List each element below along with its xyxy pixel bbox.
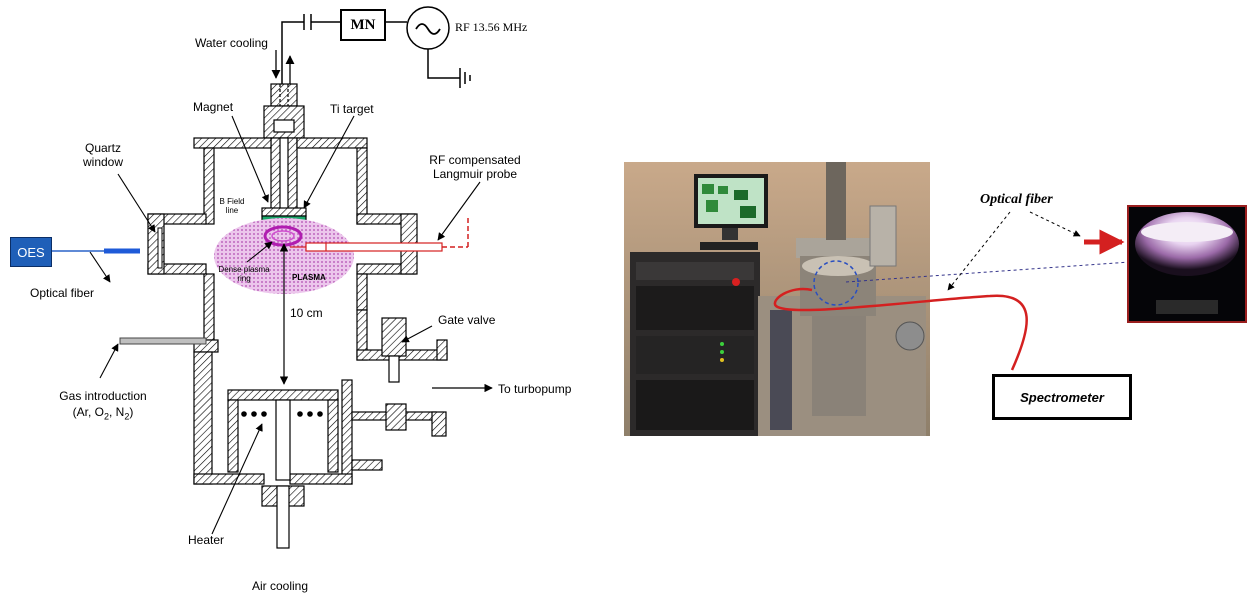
distance-label: 10 cm (290, 306, 323, 320)
b-field-line-label: B Field line (219, 197, 245, 215)
optical-fiber-right-label: Optical fiber (980, 192, 1053, 207)
heater-stage (227, 389, 339, 549)
quartz-window (157, 227, 163, 269)
gas-introduction-label: Gas introduction (59, 389, 147, 403)
dense-plasma-ring-label: Dense plasma ring (218, 265, 270, 283)
magnetron-assembly (261, 83, 307, 224)
schematic-diagram (50, 6, 493, 549)
gas-species-label: (Ar, O2, N2) (72, 405, 134, 422)
plasma-label: PLASMA (292, 273, 326, 282)
water-cooling-arrows (271, 50, 295, 84)
turbopump-label: To turbopump (498, 382, 572, 396)
photo-highlight-circle (813, 260, 859, 306)
dense-plasma-ring-inner (271, 230, 295, 242)
plasma-glow-photo (1127, 205, 1247, 323)
matching-network-box: MN (340, 9, 386, 41)
langmuir-probe (290, 218, 469, 252)
apparatus-photo (624, 162, 1028, 436)
magnet-label: Magnet (193, 100, 234, 114)
optical-fiber-left-label: Optical fiber (30, 286, 95, 300)
air-cooling-label: Air cooling (252, 579, 309, 593)
gate-valve-label: Gate valve (438, 313, 496, 327)
leader-lines (89, 115, 481, 535)
ti-target-label: Ti target (330, 102, 374, 116)
water-cooling-label: Water cooling (195, 36, 268, 50)
rf-source-label: RF 13.56 MHz (455, 20, 528, 34)
gas-inlet-pipe (119, 337, 207, 345)
rf-circuit (281, 6, 471, 92)
spectrometer-box: Spectrometer (992, 374, 1132, 420)
rf-probe-label: RF compensated Langmuir probe (429, 153, 521, 181)
heater-elements (241, 411, 323, 417)
quartz-window-label: Quartz window (82, 141, 124, 169)
oes-box: OES (10, 237, 52, 267)
gate-valve (356, 309, 448, 383)
optical-path (845, 211, 1131, 291)
heater-label: Heater (188, 533, 225, 547)
